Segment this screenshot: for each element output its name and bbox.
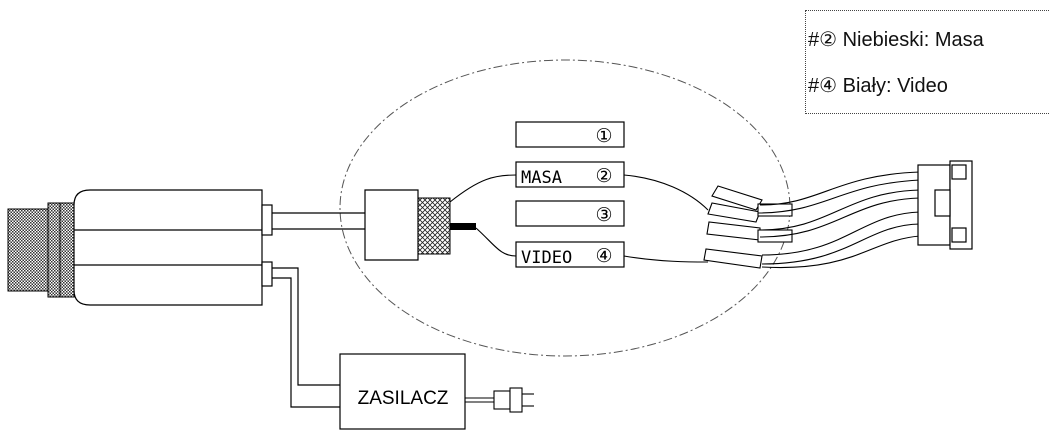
pin2-number: ② <box>595 165 612 187</box>
camera-lens <box>7 202 75 298</box>
ac-plug-icon <box>465 387 534 413</box>
internal-wires <box>449 174 709 263</box>
pin2-text: MASA <box>521 168 562 188</box>
pin3-number: ③ <box>595 204 612 226</box>
power-cable <box>272 267 340 408</box>
power-supply: ZASILACZ <box>339 353 466 430</box>
legend-line-video: #④ Biały: Video <box>808 75 948 97</box>
power-supply-label: ZASILACZ <box>358 388 449 409</box>
pin-boxes <box>515 121 625 268</box>
connector-strips <box>703 185 793 269</box>
bundle-wires <box>757 171 921 269</box>
color-legend: #② Niebieski: Masa #④ Biały: Video <box>805 10 1050 114</box>
cable-sleeve <box>364 189 476 261</box>
connector-plug <box>917 160 973 250</box>
video-cable <box>272 212 365 230</box>
pin4-number: ④ <box>595 245 612 267</box>
camera-body <box>73 189 273 306</box>
pin1-number: ① <box>595 125 612 147</box>
legend-line-ground: #② Niebieski: Masa <box>808 29 984 51</box>
pin4-text: VIDEO <box>521 248 572 268</box>
